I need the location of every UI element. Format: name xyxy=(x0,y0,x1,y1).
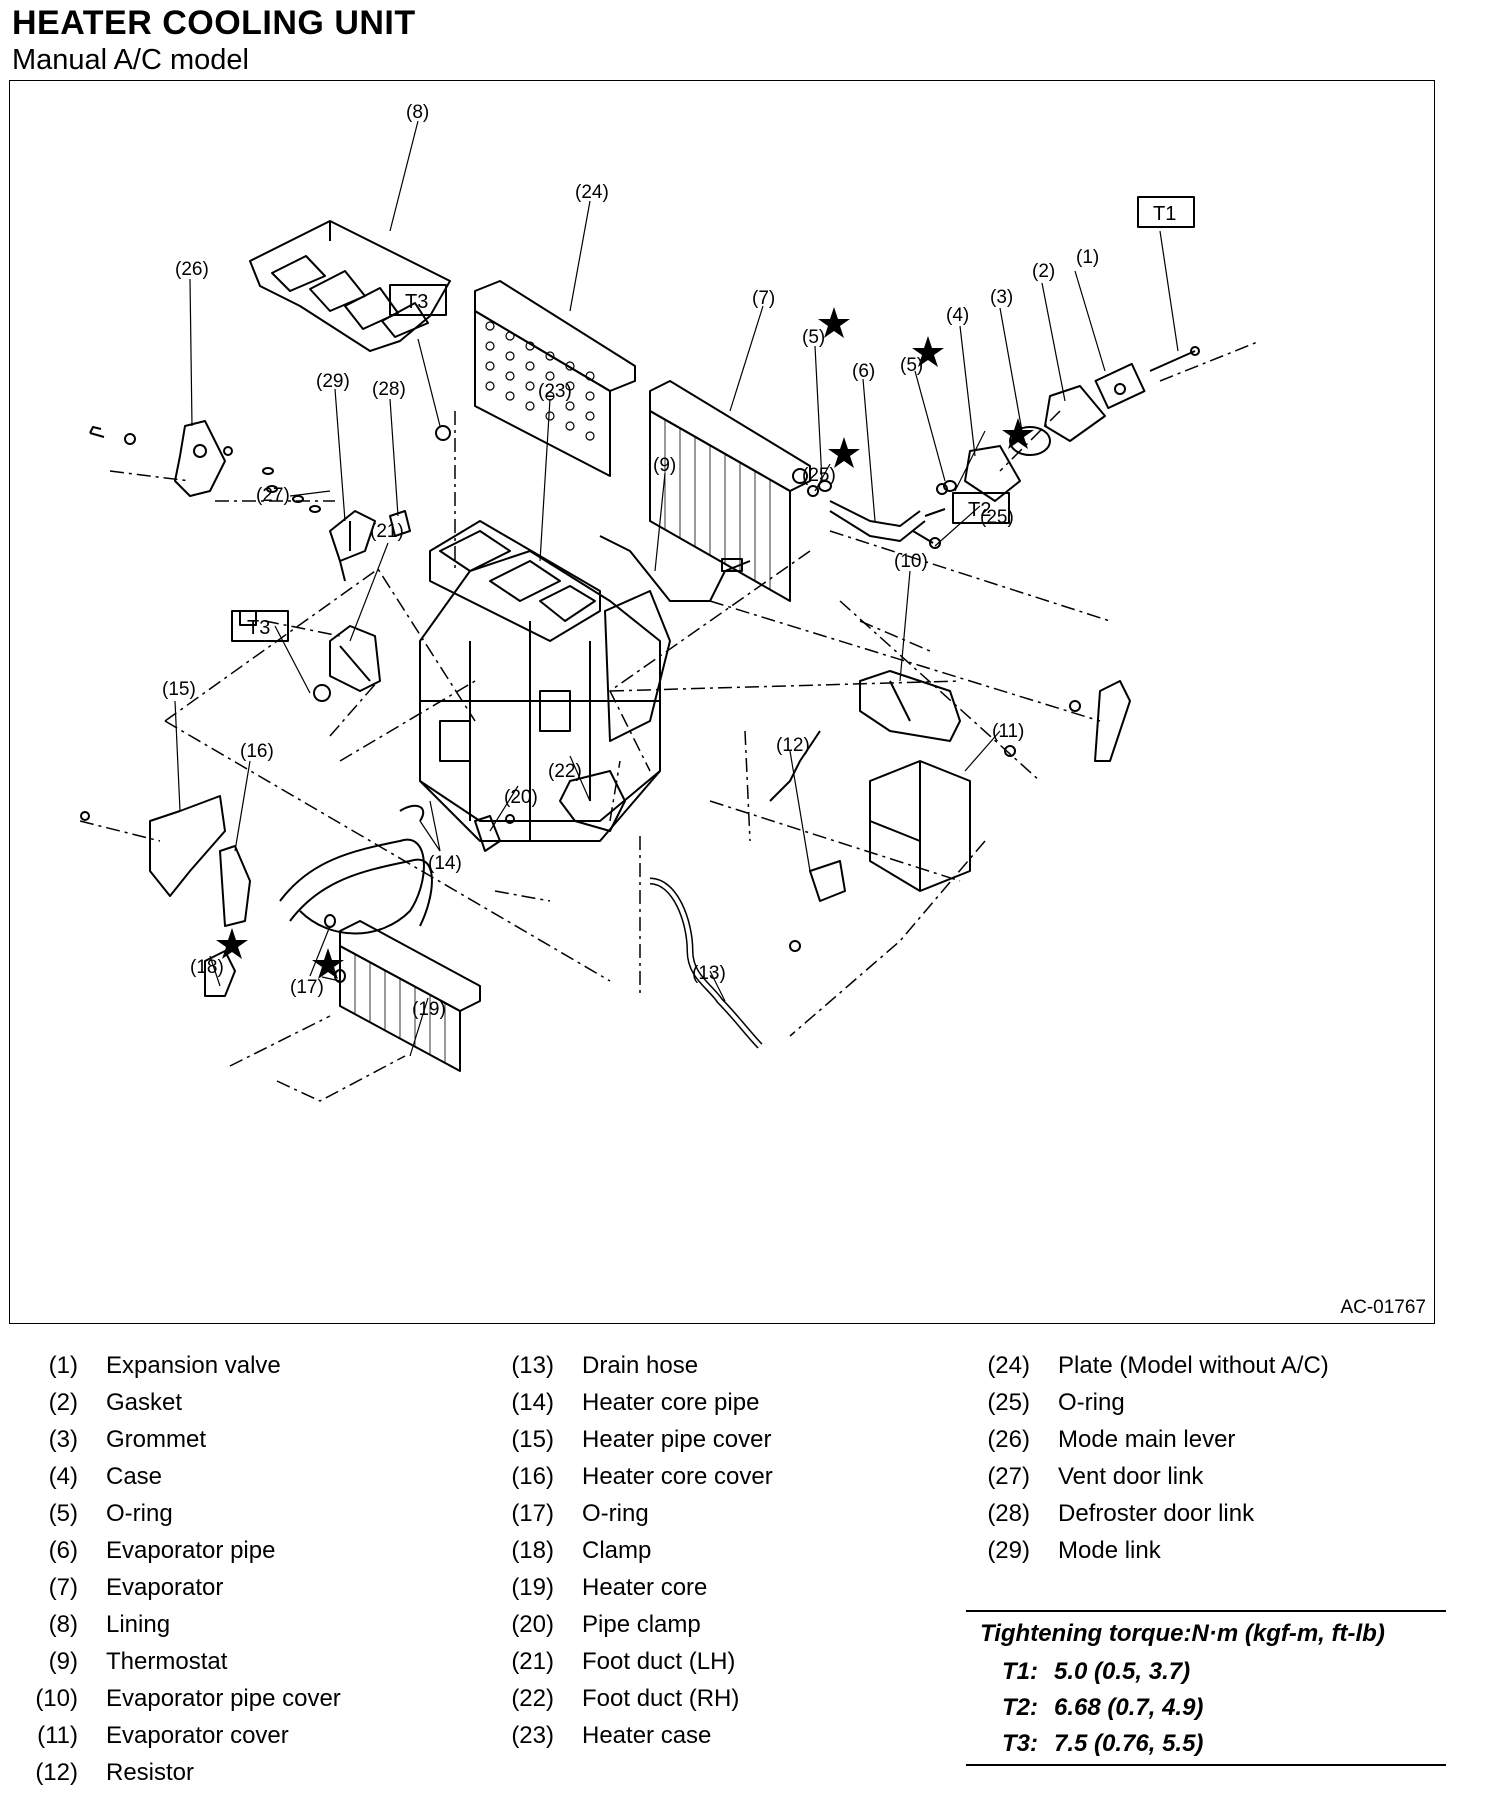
evaporator-pipe-part xyxy=(829,500,946,542)
figure-id: AC-01767 xyxy=(1340,1297,1426,1318)
callout-11: (11) xyxy=(992,721,1024,742)
bolt-t3-lower xyxy=(313,684,331,702)
expansion-valve-part xyxy=(1094,346,1200,410)
resistor-part xyxy=(769,730,846,952)
callout-6: (6) xyxy=(852,361,875,382)
callout-29: (29) xyxy=(316,371,350,392)
replace-part-stars xyxy=(216,307,1034,979)
torque-row-t3: T3:7.5 (0.76, 5.5) xyxy=(1002,1730,1204,1757)
clamp-part xyxy=(204,950,236,997)
callout-leaders xyxy=(174,120,1179,1057)
case-part xyxy=(964,445,1021,502)
right-lever-part xyxy=(1069,680,1131,762)
callout-9: (9) xyxy=(653,455,676,476)
mode-links-part xyxy=(262,467,411,582)
callout-1: (1) xyxy=(1076,247,1099,268)
gasket-part xyxy=(1044,385,1106,442)
callout-25a: (25) xyxy=(980,507,1014,528)
callout-12: (12) xyxy=(776,735,810,756)
page-title: HEATER COOLING UNIT xyxy=(12,4,416,42)
bolt-t2 xyxy=(912,530,941,549)
callout-27: (27) xyxy=(256,485,290,506)
callout-26: (26) xyxy=(175,259,209,280)
foot-duct-lh-part xyxy=(239,610,381,692)
callout-23: (23) xyxy=(538,381,572,402)
heater-case-part xyxy=(419,520,671,842)
bolt-t3-upper xyxy=(435,425,451,441)
o-rings-part xyxy=(807,480,957,497)
callout-28: (28) xyxy=(372,379,406,400)
page-subtitle: Manual A/C model xyxy=(12,44,249,76)
callout-15: (15) xyxy=(162,679,196,700)
exploded-diagram: (8) (24) (7) (1) (2) (3) (4) (5) (5) (6)… xyxy=(9,80,1435,1324)
callout-16: (16) xyxy=(240,741,274,762)
heater-pipe-cover-part xyxy=(149,795,226,897)
callout-10: (10) xyxy=(894,551,928,572)
callout-5b: (5) xyxy=(900,355,923,376)
thermostat-part xyxy=(599,535,751,602)
grommet-part xyxy=(1009,426,1051,456)
callout-24: (24) xyxy=(575,182,609,203)
diagram-drawing: (8) (24) (7) (1) (2) (3) (4) (5) (5) (6)… xyxy=(79,102,1261,1102)
heater-core-pipe-part xyxy=(279,804,433,935)
torque-row-t2: T2:6.68 (0.7, 4.9) xyxy=(1002,1694,1204,1721)
callout-25b: (25) xyxy=(802,465,836,486)
plate-part xyxy=(474,280,636,477)
callout-4: (4) xyxy=(946,305,969,326)
heater-core-cover-part xyxy=(219,845,251,927)
callout-8: (8) xyxy=(406,102,429,123)
mode-main-lever-part xyxy=(89,420,233,497)
heater-core-part xyxy=(339,920,481,1072)
pipe-clamp-part xyxy=(474,815,501,852)
callout-18: (18) xyxy=(190,957,224,978)
evaporator-pipe-cover-part xyxy=(859,670,1016,757)
lining-part xyxy=(249,220,451,352)
callout-21: (21) xyxy=(370,521,404,542)
callout-13: (13) xyxy=(692,963,726,984)
t3-label-upper: T3 xyxy=(405,291,428,313)
assembly-guide-lines xyxy=(79,340,1261,1102)
evaporator-part xyxy=(649,380,811,602)
callout-3: (3) xyxy=(990,287,1013,308)
torque-row-t1: T1:5.0 (0.5, 3.7) xyxy=(1002,1658,1191,1685)
torque-table: Tightening torque:N·m (kgf-m, ft-lb) T1:… xyxy=(966,1610,1446,1766)
evaporator-cover-part xyxy=(869,760,971,892)
callout-14: (14) xyxy=(428,853,462,874)
torque-bottom-rule xyxy=(966,1764,1446,1766)
callout-labels: (8) (24) (7) (1) (2) (3) (4) (5) (5) (6)… xyxy=(162,102,1099,1020)
foot-duct-rh-part xyxy=(559,770,626,832)
t2-label: T2 xyxy=(968,499,991,521)
callout-22: (22) xyxy=(548,761,582,782)
t3-tag-upper xyxy=(389,284,447,316)
callout-5a: (5) xyxy=(802,327,825,348)
callout-7: (7) xyxy=(752,288,775,309)
torque-heading: Tightening torque:N·m (kgf-m, ft-lb) xyxy=(980,1620,1385,1647)
callout-17: (17) xyxy=(290,977,324,998)
t1-tag xyxy=(1137,196,1195,228)
t1-label: T1 xyxy=(1153,203,1176,225)
t3-label-lower: T3 xyxy=(247,617,270,639)
t3-tag-lower xyxy=(231,610,289,642)
torque-top-rule xyxy=(966,1610,1446,1612)
callout-19: (19) xyxy=(412,999,446,1020)
t2-tag xyxy=(952,492,1010,524)
callout-2: (2) xyxy=(1032,261,1055,282)
callout-20: (20) xyxy=(504,787,538,808)
torque-tag-labels: T1 T2 T3 T3 xyxy=(247,203,1176,639)
